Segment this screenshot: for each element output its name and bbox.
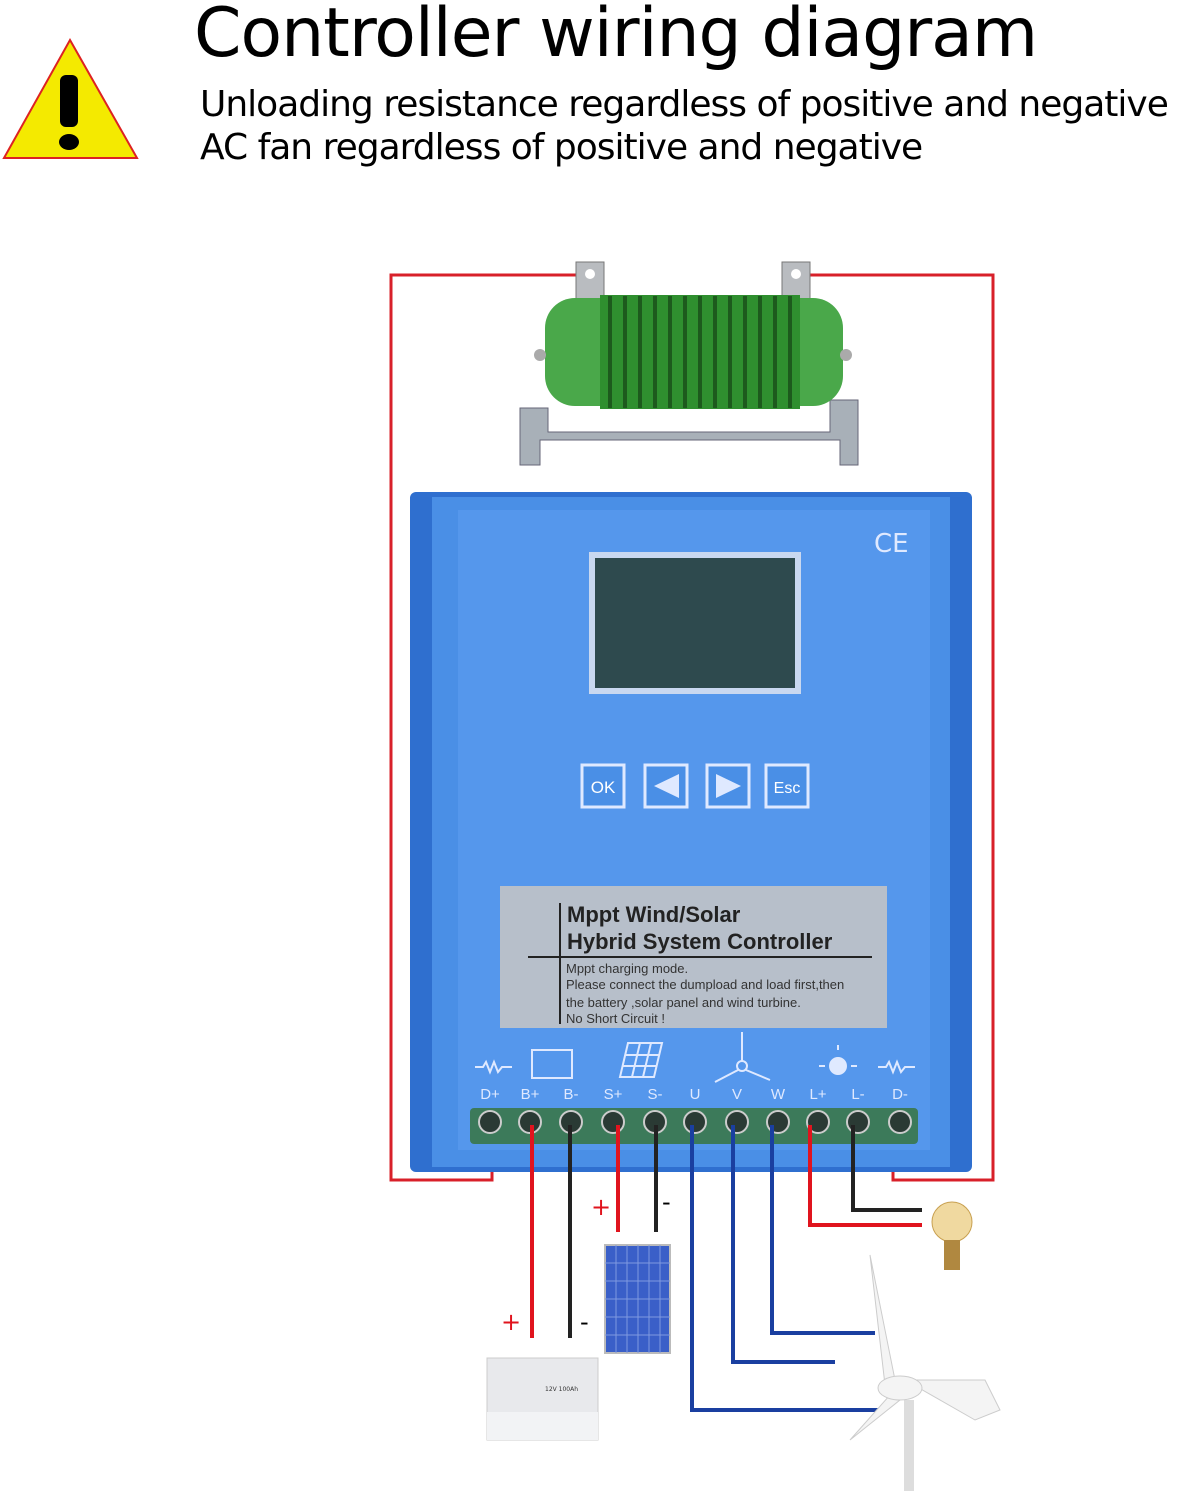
svg-text:No Short Circuit !: No Short Circuit ! bbox=[566, 1011, 665, 1026]
terminal-screw bbox=[683, 1110, 707, 1134]
terminal-label: L- bbox=[851, 1086, 864, 1103]
light-bulb-icon bbox=[819, 1045, 857, 1075]
battery-minus-label: - bbox=[580, 1308, 589, 1336]
terminal-label: B- bbox=[564, 1086, 579, 1103]
wind-turbine-icon bbox=[849, 1254, 1001, 1491]
terminal-label: W bbox=[771, 1086, 786, 1103]
solar-panel-icon bbox=[618, 1042, 664, 1078]
note-ac-fan: AC fan regardless of positive and negati… bbox=[200, 127, 923, 168]
wire-load-negative bbox=[851, 1125, 922, 1212]
terminal-screw bbox=[601, 1110, 625, 1134]
left-button[interactable] bbox=[643, 763, 689, 809]
wind-turbine-icon bbox=[714, 1032, 771, 1083]
ok-button[interactable]: OK bbox=[580, 763, 626, 809]
warning-icon bbox=[2, 37, 139, 159]
terminal-screw bbox=[725, 1110, 749, 1134]
svg-text:Esc: Esc bbox=[774, 780, 801, 797]
battery-icon bbox=[531, 1049, 573, 1079]
terminal-label: B+ bbox=[521, 1086, 540, 1103]
terminal-screw bbox=[478, 1110, 502, 1134]
battery-plus-label: + bbox=[501, 1308, 521, 1336]
svg-text:Hybrid System Controller: Hybrid System Controller bbox=[567, 929, 833, 954]
battery-icon: 12V 100Ah bbox=[486, 1357, 599, 1441]
terminal-label: U bbox=[690, 1086, 701, 1103]
resistor-icon bbox=[475, 1059, 512, 1075]
wire-load-positive bbox=[808, 1125, 922, 1227]
light-bulb-icon bbox=[931, 1201, 973, 1270]
resistor-icon bbox=[878, 1059, 915, 1075]
note-unloading-resistance: Unloading resistance regardless of posit… bbox=[200, 84, 1169, 125]
terminal-label: S- bbox=[648, 1086, 663, 1103]
terminal-label: L+ bbox=[809, 1086, 826, 1103]
svg-text:12V 100Ah: 12V 100Ah bbox=[545, 1386, 578, 1393]
resistor-icon bbox=[519, 261, 859, 466]
terminal-label: D- bbox=[892, 1086, 908, 1103]
page-title: Controller wiring diagram bbox=[194, 0, 1038, 73]
terminal-label: V bbox=[732, 1086, 742, 1103]
terminal-screw bbox=[806, 1110, 830, 1134]
svg-text:Please connect the dumpload an: Please connect the dumpload and load fir… bbox=[566, 977, 844, 992]
svg-text:the battery ,solar panel and w: the battery ,solar panel and wind turbin… bbox=[566, 995, 801, 1010]
terminal-screw bbox=[888, 1110, 912, 1134]
wire-phase-w bbox=[770, 1125, 875, 1335]
svg-text:Mppt Wind/Solar: Mppt Wind/Solar bbox=[567, 902, 741, 927]
terminal-screw bbox=[846, 1110, 870, 1134]
solar-minus-label: - bbox=[662, 1188, 671, 1216]
svg-text:OK: OK bbox=[591, 778, 616, 797]
svg-text:Mppt charging mode.: Mppt charging mode. bbox=[566, 961, 688, 976]
solar-panel-icon bbox=[604, 1244, 671, 1354]
esc-button[interactable]: Esc bbox=[764, 763, 810, 809]
right-button[interactable] bbox=[705, 763, 751, 809]
lcd-screen bbox=[589, 552, 801, 694]
terminal-label: S+ bbox=[604, 1086, 623, 1103]
label-panel: Mppt Wind/Solar Hybrid System Controller… bbox=[500, 886, 887, 1028]
wire-phase-u bbox=[690, 1125, 880, 1412]
controller-body bbox=[410, 492, 972, 1172]
terminal-label: D+ bbox=[480, 1086, 500, 1103]
ce-mark: CE bbox=[874, 529, 909, 559]
solar-plus-label: + bbox=[591, 1193, 611, 1221]
wire-phase-v bbox=[731, 1125, 835, 1364]
